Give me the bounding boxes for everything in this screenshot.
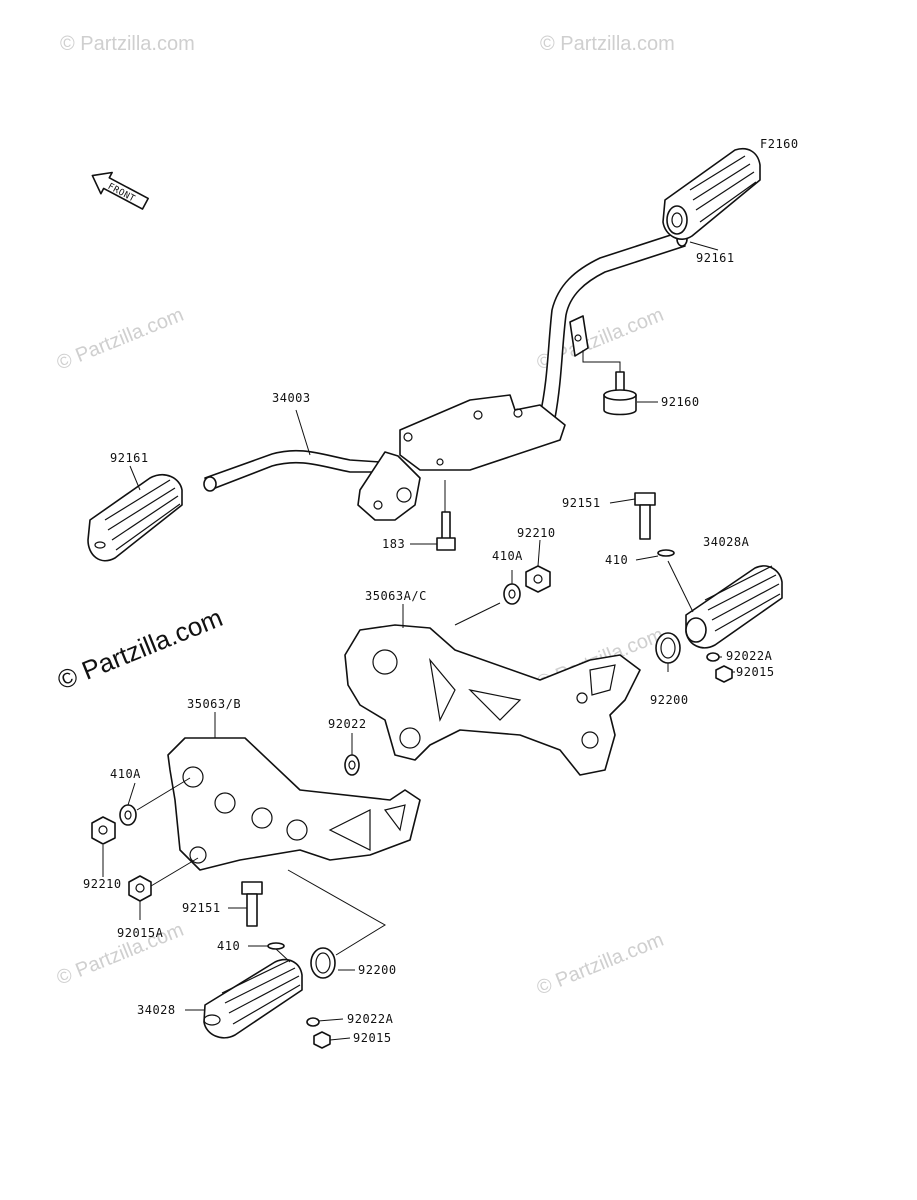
label-92022A-left: 92022A (347, 1012, 394, 1026)
washer-410-left (267, 942, 285, 950)
label-92210-left: 92210 (83, 877, 122, 891)
washer-92022 (344, 754, 360, 776)
watermark: © Partzilla.com (534, 929, 667, 1000)
nut-92015-left (313, 1031, 331, 1049)
label-92015A: 92015A (117, 926, 164, 940)
step-34028A-right (685, 565, 783, 649)
bolt-92151-left (241, 881, 263, 927)
label-92151-right: 92151 (562, 496, 601, 510)
label-92015-right: 92015 (736, 665, 775, 679)
damper-92160 (603, 371, 637, 416)
label-92200-right: 92200 (650, 693, 689, 707)
washer-92022A-left (306, 1017, 320, 1027)
label-92160: 92160 (661, 395, 700, 409)
footrest-bar-34003 (203, 231, 688, 521)
label-410A-left: 410A (110, 767, 141, 781)
nut-92015-right (715, 665, 733, 683)
watermark-bold: © Partzilla.com (53, 602, 227, 695)
front-arrow-icon: FRONT (91, 171, 149, 210)
label-35063B: 35063/B (187, 697, 241, 711)
nut-92210-right (525, 565, 551, 593)
washer-410A-right (503, 583, 521, 605)
washer-92022A-right (706, 652, 720, 662)
watermark: © Partzilla.com (540, 33, 675, 55)
label-92161-right: 92161 (696, 251, 735, 265)
figure-code: F2160 (760, 137, 799, 151)
footrest-rubber-92161-left (87, 474, 183, 562)
footrest-rubber-92161-right (662, 148, 761, 240)
label-92151-left: 92151 (182, 901, 221, 915)
label-92022: 92022 (328, 717, 367, 731)
step-34028-left (203, 958, 303, 1039)
label-34028: 34028 (137, 1003, 176, 1017)
label-92161-left: 92161 (110, 451, 149, 465)
label-410A-right: 410A (492, 549, 523, 563)
label-410-left: 410 (217, 939, 240, 953)
label-34003: 34003 (272, 391, 311, 405)
label-92022A-right: 92022A (726, 649, 773, 663)
washer-410A-left (119, 804, 137, 826)
watermark: © Partzilla.com (60, 33, 195, 55)
label-410-right: 410 (605, 553, 628, 567)
bracket-35063AC (344, 624, 641, 776)
label-92200-left: 92200 (358, 963, 397, 977)
bolt-92151-right (634, 492, 675, 557)
nut-92015A (128, 875, 152, 902)
label-183: 183 (382, 537, 405, 551)
part-labels: 92161 92160 34003 92161 183 92151 92210 … (83, 251, 775, 1045)
leader-lines (102, 241, 735, 1041)
label-92015-left: 92015 (353, 1031, 392, 1045)
washer-92200-left (310, 947, 336, 979)
label-92210-right: 92210 (517, 526, 556, 540)
watermark: © Partzilla.com (54, 304, 187, 375)
nut-92210-left (91, 816, 116, 845)
bolt-183 (436, 511, 456, 551)
label-35063AC: 35063A/C (365, 589, 427, 603)
label-34028A: 34028A (703, 535, 750, 549)
bracket-35063B (167, 737, 421, 871)
washer-92200-right (655, 632, 681, 664)
